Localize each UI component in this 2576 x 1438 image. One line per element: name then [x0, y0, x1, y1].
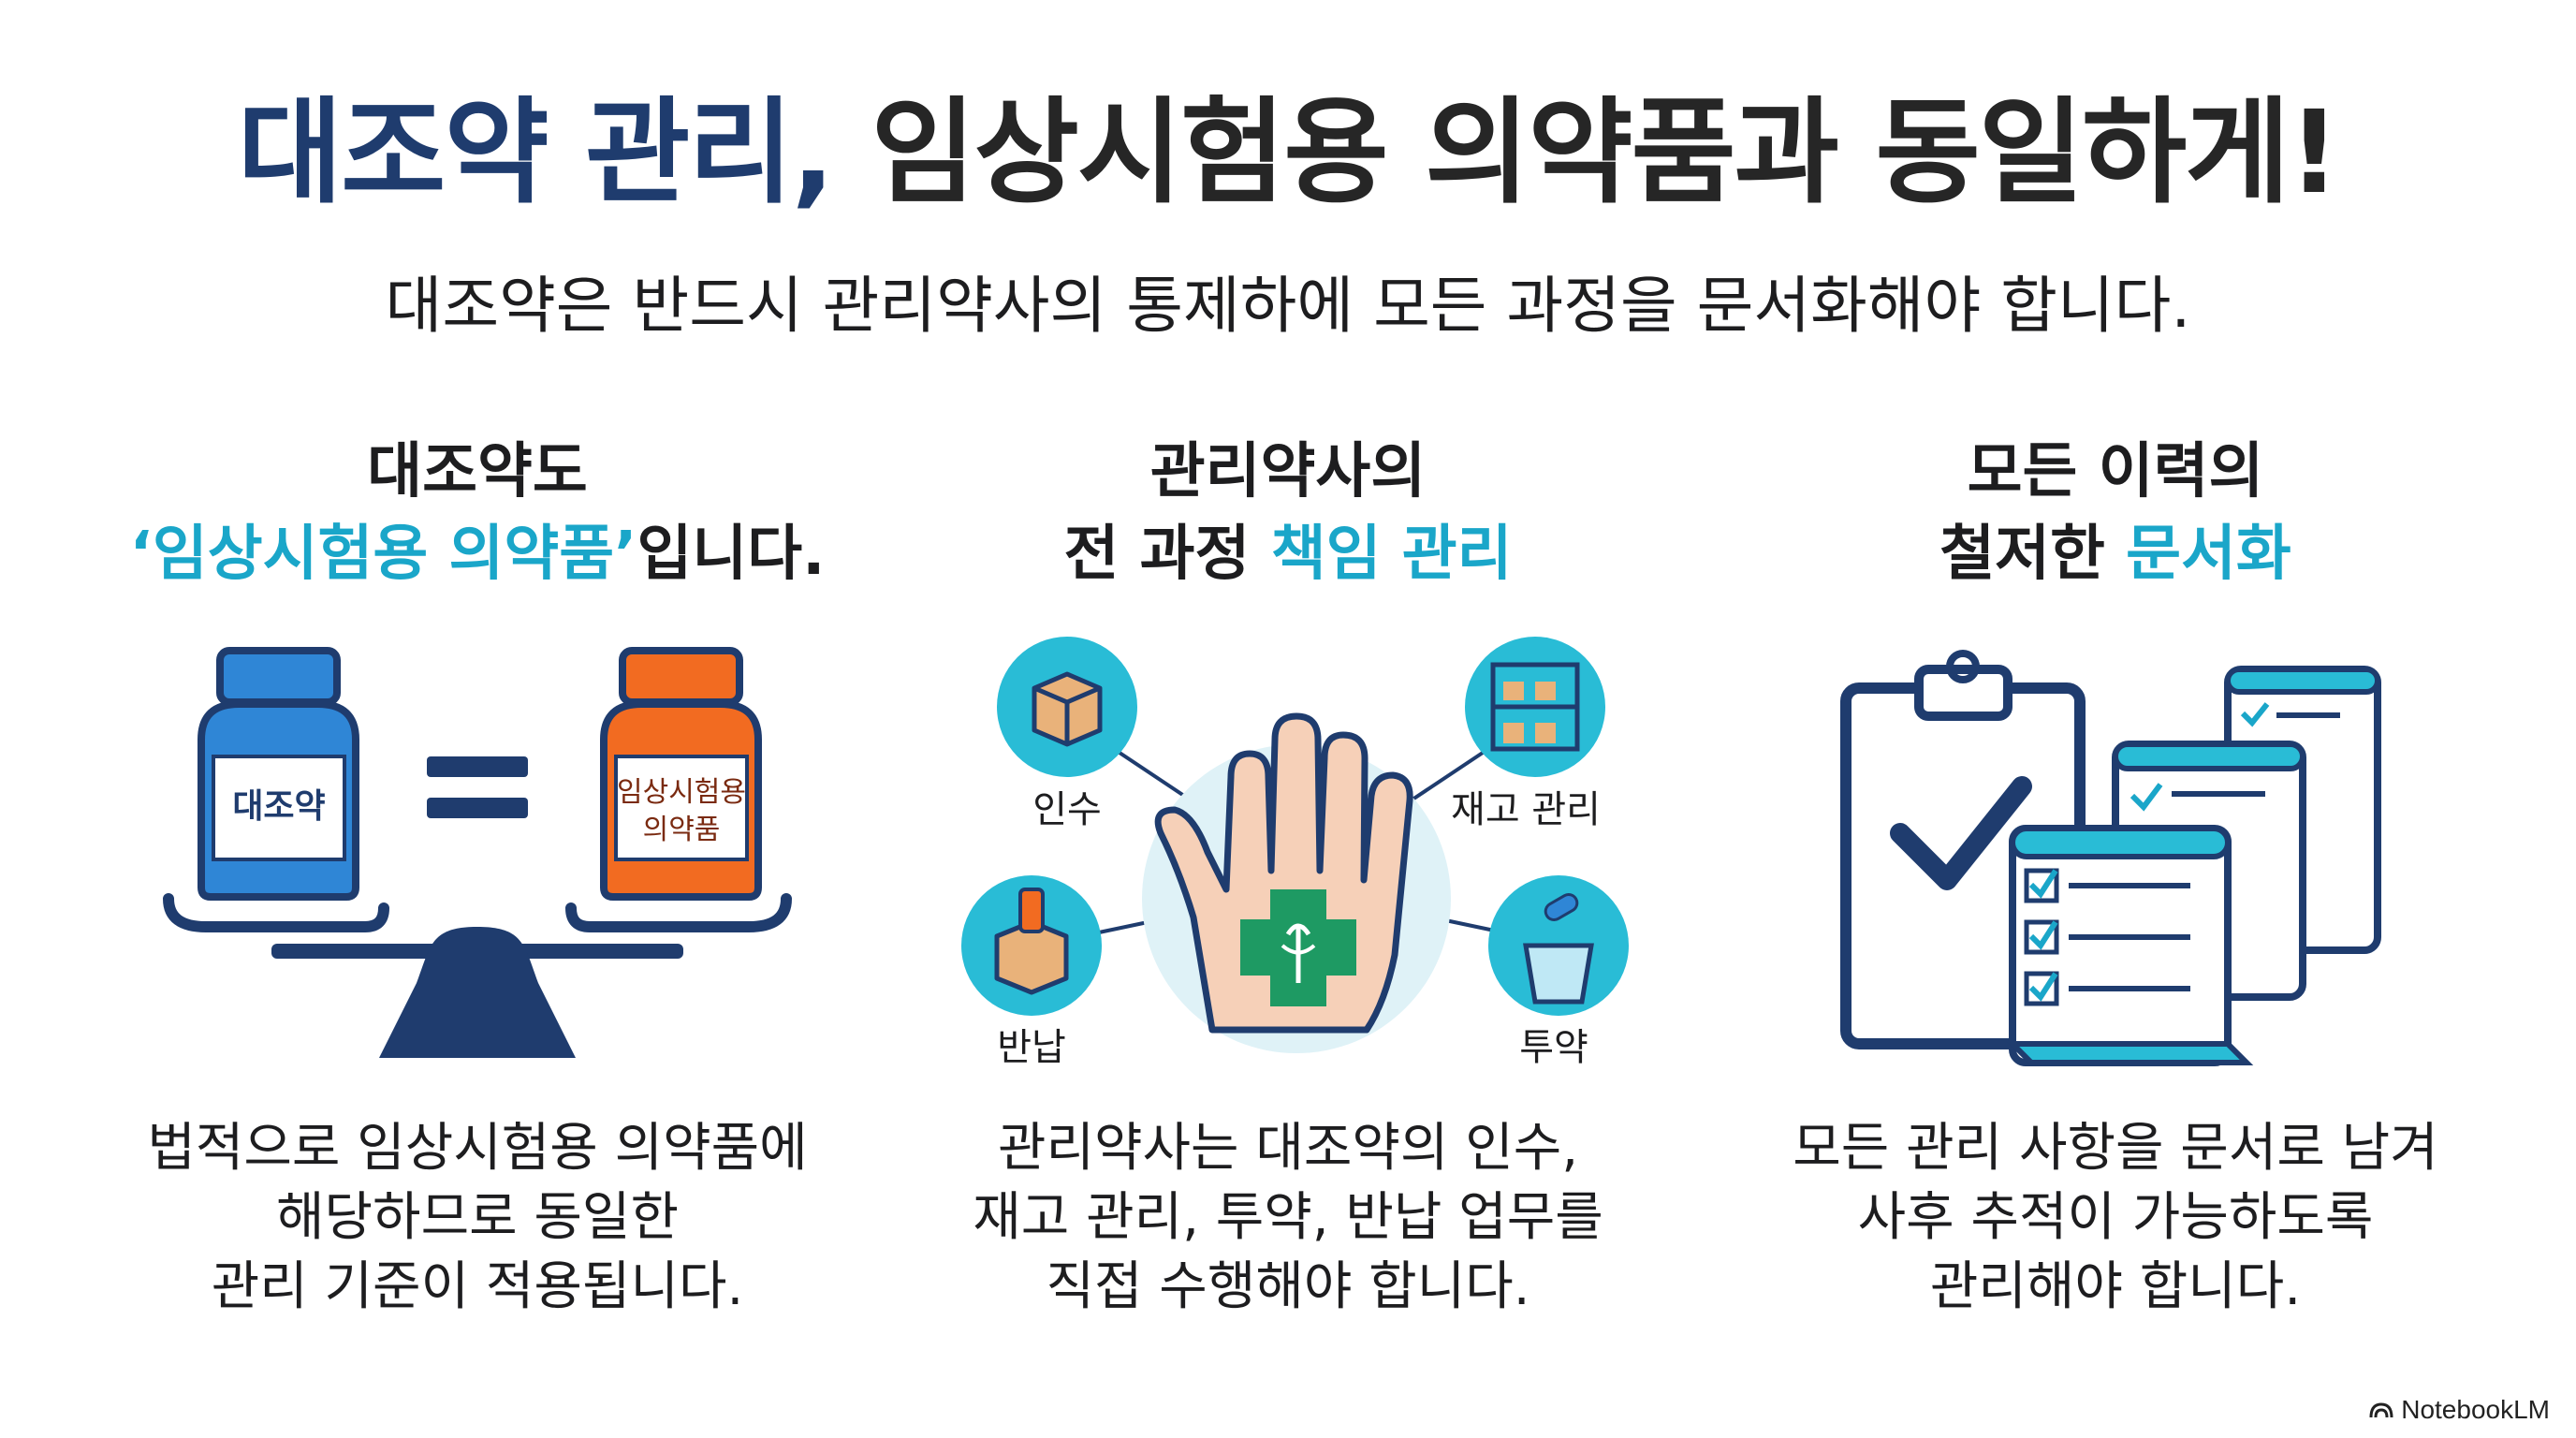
- receive-box-icon: [997, 637, 1137, 777]
- return-box-icon: [961, 875, 1102, 1016]
- clinical-trial-drug-bottle-icon: 임상시험용 의약품: [600, 647, 762, 901]
- scale-base: [379, 927, 576, 1058]
- column1-body-line2: 해당하므로 동일한: [276, 1187, 679, 1248]
- page-title: 대조약 관리, 임상시험용 의약품과 동일하게!: [0, 82, 2576, 223]
- pharmacy-cross-icon: [1240, 889, 1356, 1006]
- column-documentation: 모든 이력의 철저한 문서화: [1713, 431, 2518, 595]
- column2-body-line3: 직접 수행해야 합니다.: [1046, 1256, 1530, 1317]
- documentation-illustration: [1840, 650, 2381, 1066]
- bottle-left-label: 대조약: [232, 787, 325, 826]
- node-receive-label: 인수: [1032, 788, 1102, 831]
- pharmacist-hand-diagram: 인수 재고 관리 반납 투약: [961, 637, 1629, 1069]
- column2-body-line1: 관리약사는 대조약의 인수,: [997, 1118, 1579, 1179]
- dispense-cup-icon: [1488, 875, 1629, 1016]
- column3-body-line1: 모든 관리 사항을 문서로 남겨: [1793, 1118, 2438, 1179]
- checklist-document-front-icon: [2005, 825, 2254, 1066]
- node-return-label: 반납: [997, 1026, 1066, 1069]
- equals-sign-top: [427, 756, 528, 777]
- column-control-drug: 대조약도 ‘임상시험용 의약품’입니다.: [75, 431, 880, 595]
- column1-body-line1: 법적으로 임상시험용 의약품에: [147, 1118, 808, 1179]
- column2-body: 관리약사는 대조약의 인수, 재고 관리, 투약, 반납 업무를 직접 수행해야…: [886, 1114, 1690, 1322]
- node-inventory-label: 재고 관리: [1451, 788, 1601, 831]
- notebooklm-logo-icon: [2369, 1402, 2393, 1418]
- column1-heading-line1: 대조약도: [367, 437, 588, 506]
- column1-heading-highlight: ‘임상시험용 의약품’: [129, 520, 637, 589]
- column1-body-line3: 관리 기준이 적용됩니다.: [211, 1256, 744, 1317]
- equals-sign-bottom: [427, 798, 528, 818]
- column3-body-line3: 관리해야 합니다.: [1929, 1256, 2302, 1317]
- column2-heading-plain: 전 과정: [1063, 520, 1271, 589]
- column2-body-line2: 재고 관리, 투약, 반납 업무를: [973, 1187, 1603, 1248]
- column3-body: 모든 관리 사항을 문서로 남겨 사후 추적이 가능하도록 관리해야 합니다.: [1713, 1114, 2518, 1322]
- control-drug-bottle-icon: 대조약: [198, 647, 359, 901]
- column3-heading-plain: 철저한: [1939, 520, 2127, 589]
- column2-heading-line1: 관리약사의: [1149, 437, 1427, 506]
- column3-body-line2: 사후 추적이 가능하도록: [1857, 1187, 2374, 1248]
- balance-scale-illustration: 대조약 임상시험용 의약품: [163, 647, 792, 1058]
- node-dispense-label: 투약: [1519, 1026, 1588, 1069]
- page-subtitle: 대조약은 반드시 관리약사의 통제하에 모든 과정을 문서화해야 합니다.: [385, 270, 2191, 342]
- bottle-right-label-2: 의약품: [643, 814, 721, 846]
- column-pharmacist: 관리약사의 전 과정 책임 관리: [886, 431, 1690, 595]
- column2-heading-line2: 전 과정 책임 관리: [886, 513, 1690, 595]
- scale-right-pan: [565, 893, 792, 932]
- column2-heading-highlight: 책임 관리: [1270, 520, 1513, 589]
- column1-heading-rest: 입니다.: [637, 520, 826, 589]
- notebooklm-watermark: NotebookLM: [2369, 1395, 2550, 1425]
- column1-body: 법적으로 임상시험용 의약품에 해당하므로 동일한 관리 기준이 적용됩니다.: [75, 1114, 880, 1322]
- scale-left-pan: [163, 893, 389, 932]
- column1-heading-line2: ‘임상시험용 의약품’입니다.: [75, 513, 880, 595]
- column3-heading-line1: 모든 이력의: [1967, 437, 2264, 506]
- watermark-label: NotebookLM: [2401, 1395, 2550, 1424]
- column3-heading-highlight: 문서화: [2126, 520, 2291, 589]
- column3-heading-line2: 철저한 문서화: [1713, 513, 2518, 595]
- title-part1: 대조약 관리,: [237, 86, 835, 219]
- inventory-shelf-icon: [1465, 637, 1605, 777]
- bottle-right-label-1: 임상시험용: [617, 776, 746, 809]
- title-part2: 임상시험용 의약품과 동일하게!: [871, 86, 2340, 219]
